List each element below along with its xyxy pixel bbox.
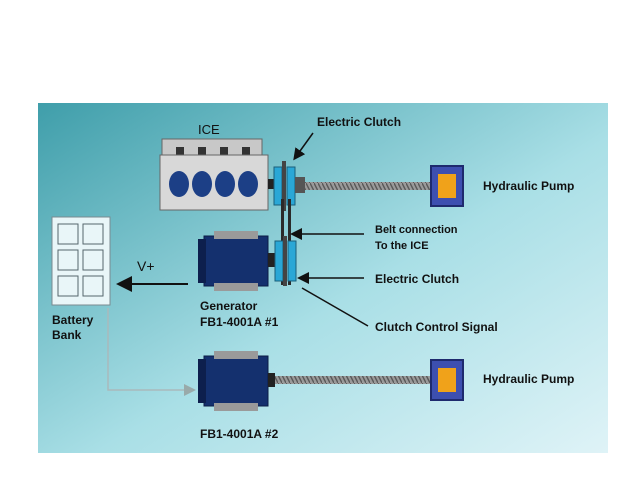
belt-connection-label-line2: To the ICE	[375, 240, 429, 252]
electric-clutch-top-label: Electric Clutch	[317, 115, 402, 129]
hydraulic-pump-top-shape	[430, 165, 464, 207]
electric-clutch-top-pointer	[293, 132, 314, 161]
electric-clutch-mid-label: Electric Clutch	[375, 272, 460, 286]
clutch-control-signal-line	[301, 287, 369, 327]
generator-label-line1: Generator	[200, 299, 258, 313]
generator2-label: FB1-4001A #2	[200, 427, 279, 441]
battery-bank-label-line1: Battery	[52, 313, 94, 327]
top-shaft	[305, 182, 433, 190]
ice-engine	[159, 138, 274, 211]
battery-bank	[51, 216, 111, 306]
hydraulic-pump-bottom-shape	[430, 359, 464, 401]
clutch-control-signal-label: Clutch Control Signal	[375, 320, 498, 334]
v-plus-label: V+	[137, 258, 155, 274]
ice-label: ICE	[198, 122, 220, 137]
generator-1	[198, 231, 275, 291]
diagram-panel: ICE Electric Clutch Hydraulic Pump Belt …	[38, 103, 608, 453]
diagram-canvas	[38, 103, 608, 453]
bottom-shaft	[275, 376, 433, 384]
hydraulic-pump-top-label: Hydraulic Pump	[483, 179, 575, 193]
generator-label-line2: FB1-4001A #1	[200, 315, 279, 329]
electric-clutch-mid-shape	[274, 236, 297, 286]
generator-2	[198, 351, 275, 411]
battery-bank-label-line2: Bank	[52, 328, 82, 342]
battery-to-generator2-line	[107, 308, 196, 396]
belt-connection-label-line1: Belt connection	[375, 224, 458, 236]
hydraulic-pump-bottom-label: Hydraulic Pump	[483, 372, 575, 386]
